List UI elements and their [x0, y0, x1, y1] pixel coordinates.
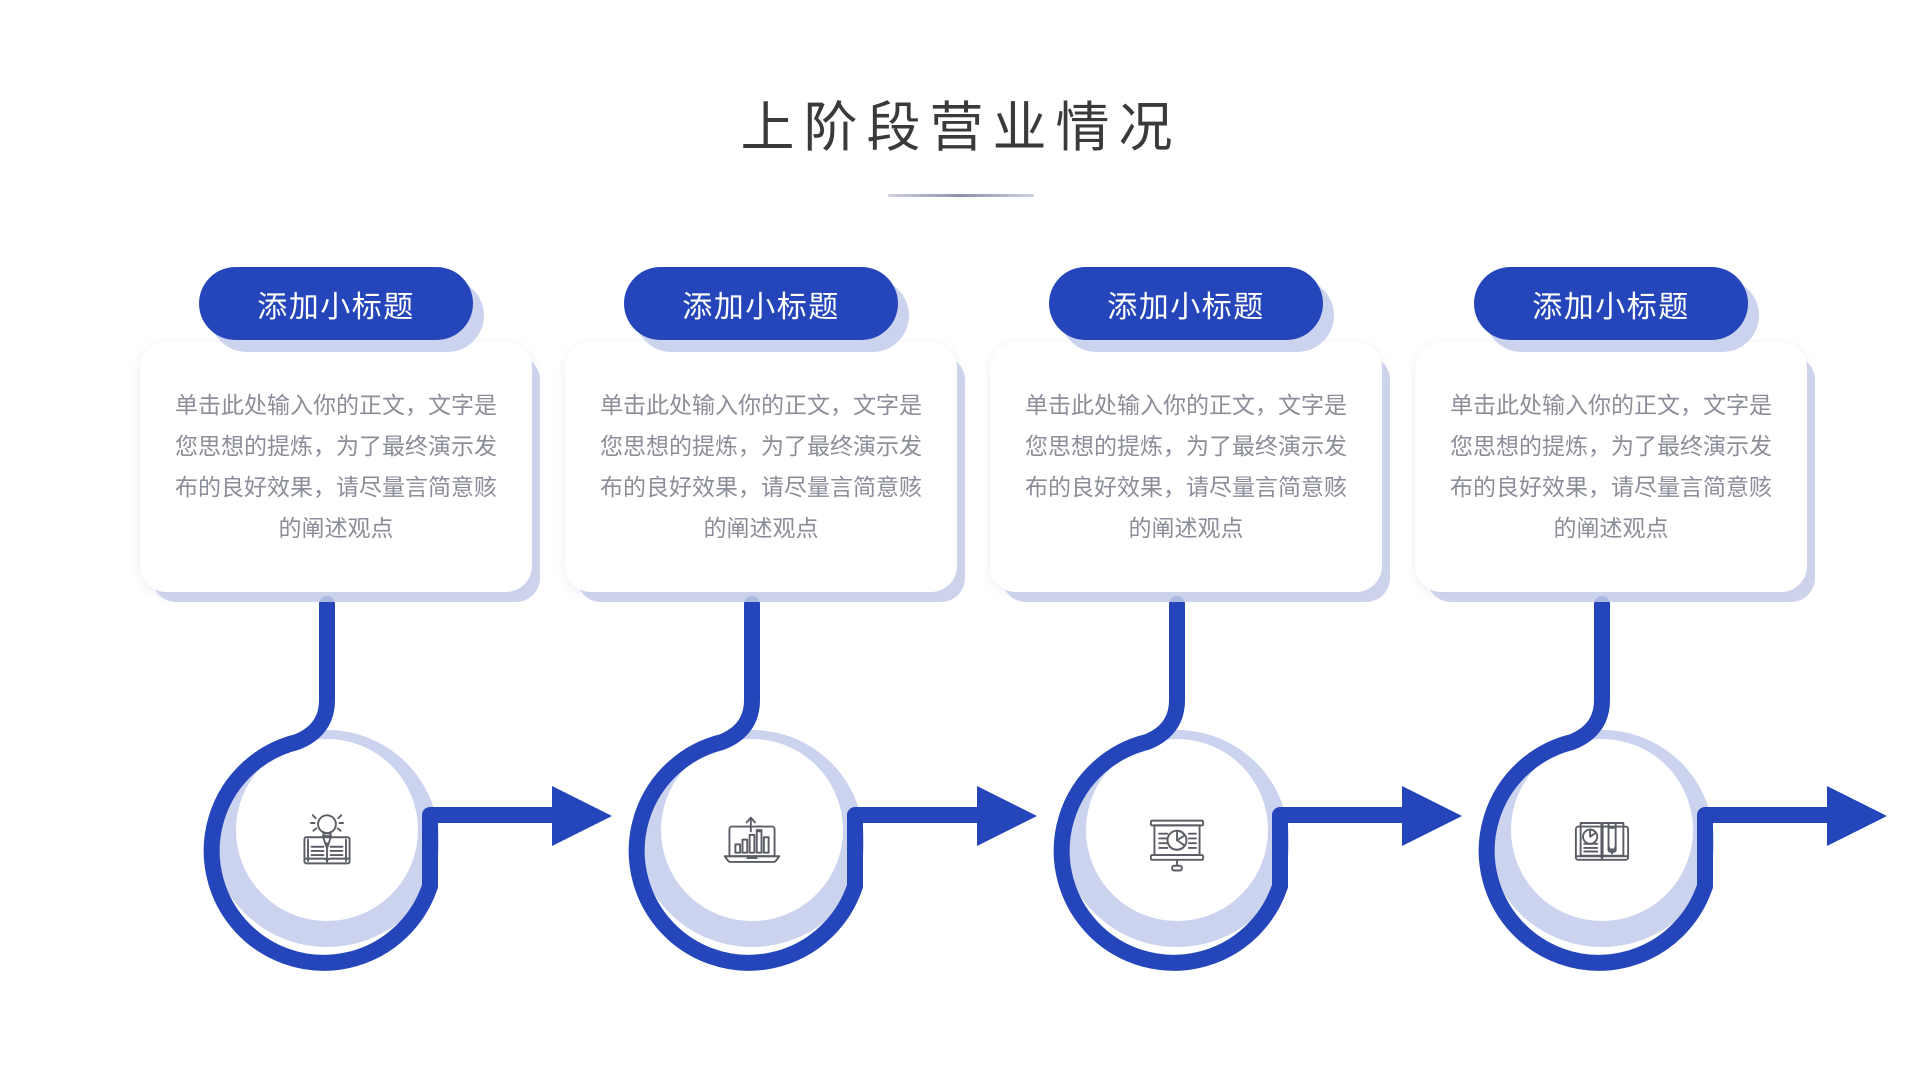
badge-label-2: 添加小标题	[682, 289, 840, 325]
card-body-text-1: 单击此处输入你的正文，文字是您思想的提炼，为了最终演示发布的良好效果，请尽量言简…	[175, 393, 497, 542]
badge-pill-3[interactable]: 添加小标题	[1049, 267, 1323, 340]
connector-group-2	[628, 596, 1037, 971]
connector-group-3	[1053, 596, 1462, 971]
connector-group-4	[1478, 596, 1887, 971]
title-divider	[888, 193, 1034, 197]
presentation-pie-chart-icon	[1139, 804, 1215, 880]
badge-2[interactable]: 添加小标题	[624, 267, 909, 352]
badge-label-3: 添加小标题	[1107, 289, 1265, 325]
connector-group-1	[203, 596, 612, 971]
badge-pill-2[interactable]: 添加小标题	[624, 267, 898, 340]
badge-3[interactable]: 添加小标题	[1049, 267, 1334, 352]
badge-label-1: 添加小标题	[257, 289, 415, 325]
card-body-text-4: 单击此处输入你的正文，文字是您思想的提炼，为了最终演示发布的良好效果，请尽量言简…	[1450, 393, 1772, 542]
title-block: 上阶段营业情况	[0, 96, 1922, 197]
card-body-text-3: 单击此处输入你的正文，文字是您思想的提炼，为了最终演示发布的良好效果，请尽量言简…	[1025, 393, 1347, 542]
badge-4[interactable]: 添加小标题	[1474, 267, 1759, 352]
content-card-4[interactable]: 单击此处输入你的正文，文字是您思想的提炼，为了最终演示发布的良好效果，请尽量言简…	[1415, 342, 1807, 592]
laptop-bar-chart-icon	[714, 804, 790, 880]
content-card-3[interactable]: 单击此处输入你的正文，文字是您思想的提炼，为了最终演示发布的良好效果，请尽量言简…	[990, 342, 1382, 592]
badge-pill-1[interactable]: 添加小标题	[199, 267, 473, 340]
book-lightbulb-icon	[289, 804, 365, 880]
badge-pill-4[interactable]: 添加小标题	[1474, 267, 1748, 340]
page-title: 上阶段营业情况	[740, 96, 1182, 159]
badge-1[interactable]: 添加小标题	[199, 267, 484, 352]
content-card-1[interactable]: 单击此处输入你的正文，文字是您思想的提炼，为了最终演示发布的良好效果，请尽量言简…	[140, 342, 532, 592]
book-pie-pencil-icon	[1564, 804, 1640, 880]
content-card-2[interactable]: 单击此处输入你的正文，文字是您思想的提炼，为了最终演示发布的良好效果，请尽量言简…	[565, 342, 957, 592]
card-body-text-2: 单击此处输入你的正文，文字是您思想的提炼，为了最终演示发布的良好效果，请尽量言简…	[600, 393, 922, 542]
badge-label-4: 添加小标题	[1532, 289, 1690, 325]
